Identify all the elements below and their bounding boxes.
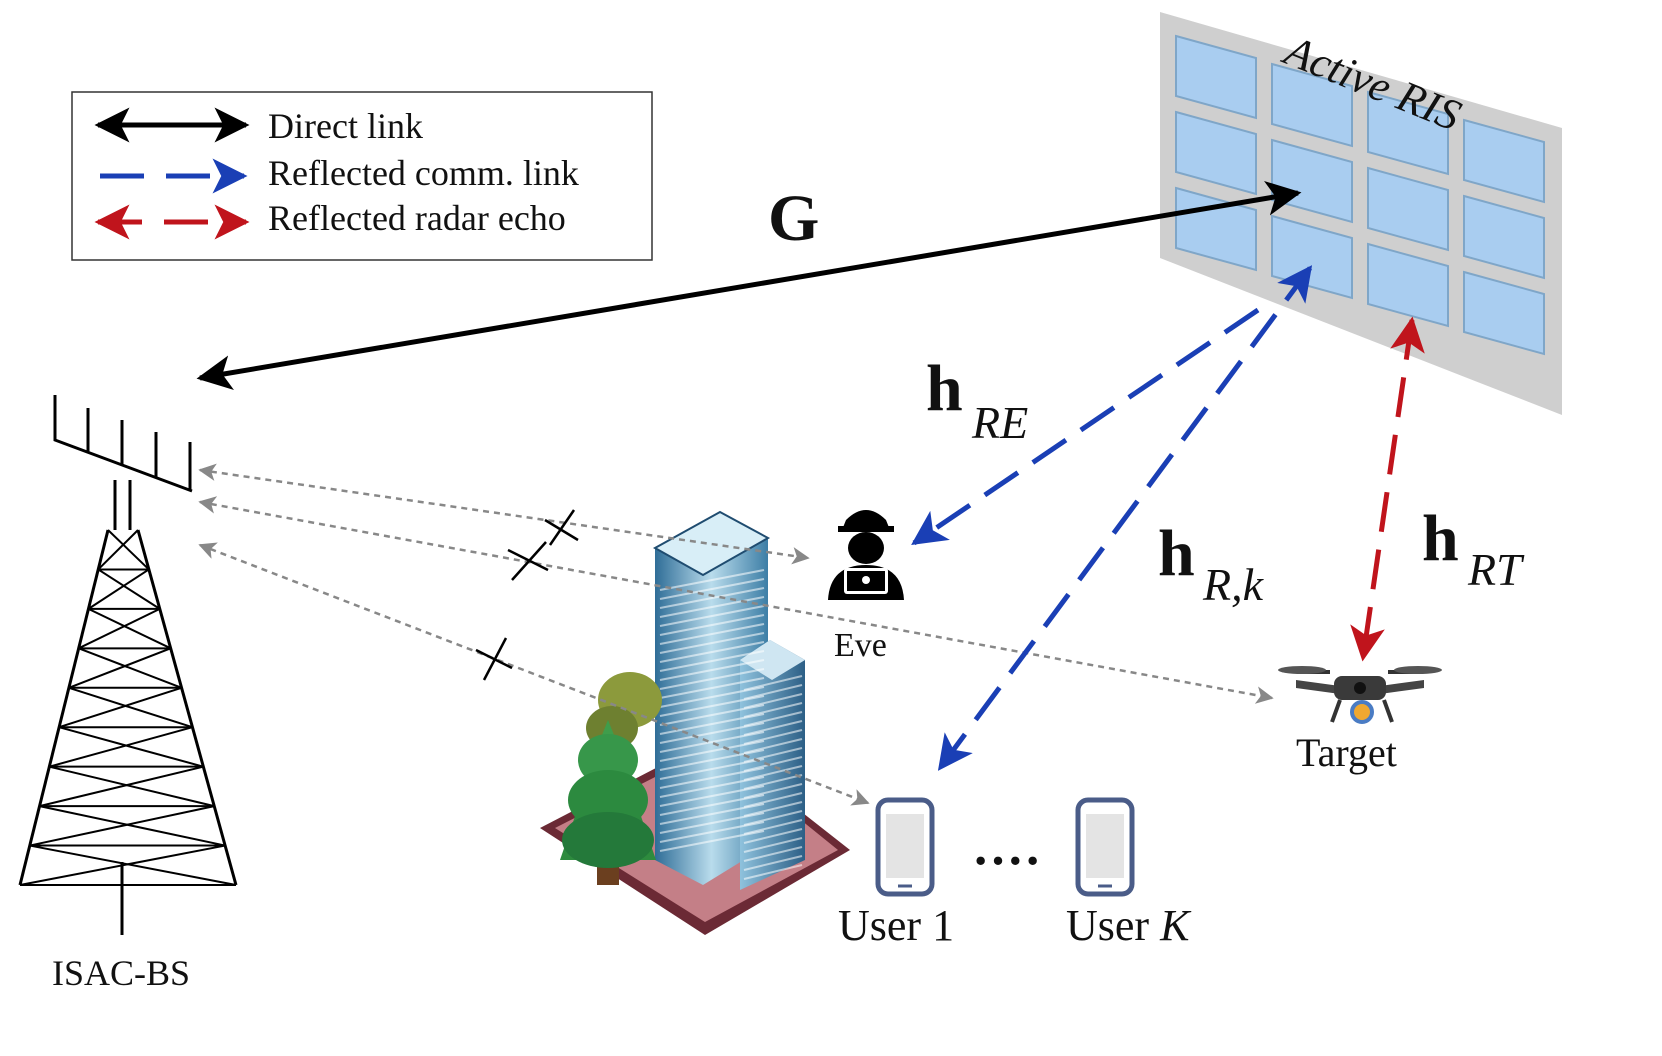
user-1-label: User 1: [838, 901, 954, 950]
comm-link-eve: [911, 307, 1260, 546]
user-k-prefix: User: [1066, 901, 1160, 950]
target-drone-icon: [1278, 666, 1442, 724]
direct-link-G: [196, 180, 1302, 391]
bs-label: ISAC-BS: [52, 953, 190, 993]
ris-frame: [1160, 12, 1562, 415]
radar-echo-link: [1350, 316, 1425, 662]
blockage-crosses: [475, 509, 579, 681]
eve-label: Eve: [834, 627, 887, 664]
ris-element: [1271, 62, 1353, 148]
eve-hacker-icon: [828, 510, 904, 600]
users-ellipsis: ····: [972, 833, 1041, 890]
label-hRk-sub: R,k: [1202, 559, 1265, 610]
label-hRk-main: h: [1158, 517, 1195, 590]
active-ris: Active RIS: [1160, 12, 1562, 415]
legend-radar-label: Reflected radar echo: [268, 198, 566, 238]
ris-element: [1463, 118, 1545, 204]
label-G: G: [768, 182, 819, 255]
ris-element: [1463, 270, 1545, 356]
ris-element: [1367, 242, 1449, 328]
ris-element: [1463, 194, 1545, 280]
legend: Direct link Reflected comm. link Reflect…: [71, 91, 653, 261]
label-hRT-main: h: [1422, 502, 1459, 575]
target-label: Target: [1296, 730, 1397, 775]
user-k-index: K: [1159, 901, 1192, 950]
building-with-trees: [540, 510, 850, 935]
blocked-link-user: [198, 542, 870, 806]
user-k-phone-icon: [1075, 797, 1135, 897]
label-hRE-main: h: [926, 352, 963, 425]
label-hRT-sub: RT: [1467, 544, 1525, 595]
comm-link-user: [937, 265, 1313, 771]
legend-comm-label: Reflected comm. link: [268, 153, 579, 193]
legend-direct-label: Direct link: [268, 106, 423, 146]
ris-element: [1175, 34, 1257, 120]
user-k-label: User K: [1066, 901, 1192, 950]
blocked-links: [198, 463, 1274, 806]
ris-element: [1367, 166, 1449, 252]
reflected-comm-links: [911, 265, 1313, 771]
ris-element: [1367, 90, 1449, 176]
isac-bs-tower: [18, 395, 238, 935]
label-hRE-sub: RE: [971, 397, 1028, 448]
user-1-phone-icon: [875, 797, 935, 897]
